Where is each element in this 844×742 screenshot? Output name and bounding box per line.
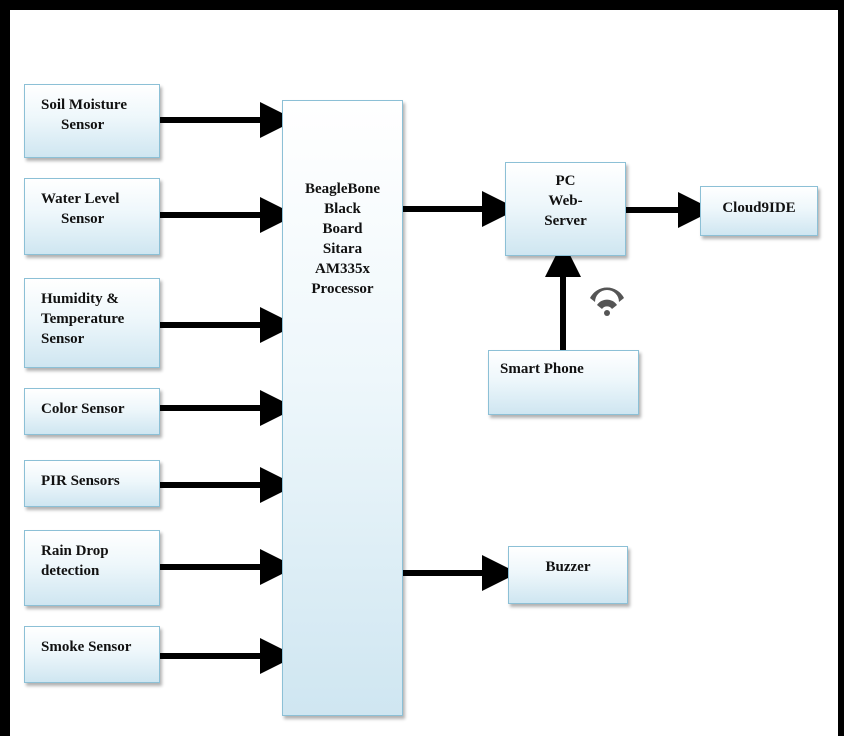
box-label-line: PC: [555, 173, 576, 189]
pir-sensors-box: PIR Sensors: [24, 460, 160, 507]
box-label-line: BeagleBone: [305, 181, 380, 197]
box-label-line: PIR Sensors: [41, 473, 120, 489]
box-label-line: Temperature: [41, 311, 125, 327]
box-label-line: Water Level: [41, 191, 120, 207]
box-label-line: Sensor: [61, 211, 105, 227]
box-label-line: Smart Phone: [500, 361, 584, 377]
rain-drop-detection-box: Rain Drop detection: [24, 530, 160, 606]
diagram-frame-bottom: [0, 736, 844, 742]
pc-web-server-box: PC Web- Server: [505, 162, 626, 256]
box-label-line: Buzzer: [545, 559, 591, 575]
cloud9ide-box: Cloud9IDE: [700, 186, 818, 236]
box-label-line: AM335x: [315, 261, 370, 277]
box-label-line: Cloud9IDE: [722, 200, 796, 216]
box-label-line: Rain Drop: [41, 543, 109, 559]
box-label-line: Processor: [311, 281, 374, 297]
wifi-icon: [590, 287, 624, 316]
box-label-line: Black: [324, 201, 361, 217]
soil-moisture-sensor-box: Soil Moisture Sensor: [24, 84, 160, 158]
smoke-sensor-box: Smoke Sensor: [24, 626, 160, 683]
box-label-line: Sitara: [322, 241, 363, 257]
diagram-frame-top: [0, 0, 844, 10]
box-label-line: Humidity &: [41, 291, 119, 307]
water-level-sensor-box: Water Level Sensor: [24, 178, 160, 255]
smart-phone-box: Smart Phone: [488, 350, 639, 415]
box-label-line: Smoke Sensor: [41, 639, 132, 655]
buzzer-box: Buzzer: [508, 546, 628, 604]
box-label-line: Board: [322, 221, 363, 237]
diagram-frame-left: [0, 0, 10, 742]
humidity-temperature-sensor-box: Humidity & Temperature Sensor: [24, 278, 160, 368]
box-label-line: Sensor: [61, 117, 105, 133]
beaglebone-processor-box: BeagleBone Black Board Sitara AM335x Pro…: [282, 100, 403, 716]
box-label-line: Soil Moisture: [41, 97, 127, 113]
box-label-line: Color Sensor: [41, 401, 125, 417]
box-label-line: detection: [41, 563, 100, 579]
box-label-line: Server: [544, 213, 587, 229]
diagram-frame-right: [838, 0, 844, 742]
box-label-line: Sensor: [41, 331, 85, 347]
box-label-line: Web-: [548, 193, 583, 209]
color-sensor-box: Color Sensor: [24, 388, 160, 435]
